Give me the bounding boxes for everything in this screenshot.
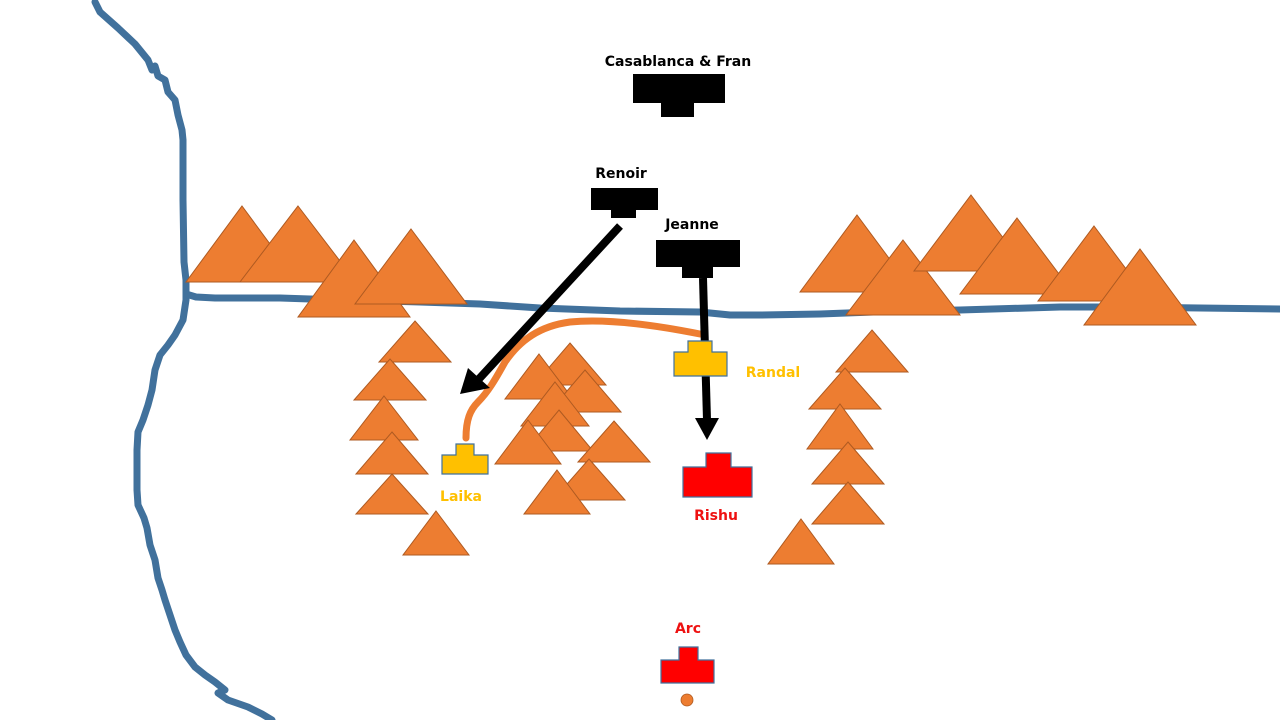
unit-randal[interactable] xyxy=(673,340,728,377)
unit-laika[interactable] xyxy=(441,443,489,475)
river-west xyxy=(91,0,276,720)
arrow-renoir-to-laika xyxy=(460,223,623,394)
randal-route xyxy=(462,317,704,442)
mountain-icon xyxy=(377,320,453,363)
enemy-units xyxy=(591,74,740,278)
mountain-icon xyxy=(494,419,562,465)
label-arc: Arc xyxy=(674,621,702,637)
arc-marker xyxy=(680,693,694,707)
river-east xyxy=(182,290,1280,319)
mountain-icon xyxy=(807,367,883,410)
unit-casablanca-fran[interactable] xyxy=(633,74,725,117)
mountain-icon xyxy=(810,481,886,525)
label-rishu: Rishu xyxy=(694,508,738,524)
allied-units xyxy=(441,340,753,707)
label-casablanca-fran: Casablanca & Fran xyxy=(604,54,752,70)
mountain-icon xyxy=(834,329,910,373)
rivers xyxy=(91,0,1280,720)
unit-renoir[interactable] xyxy=(591,188,658,218)
mountain-icon xyxy=(1083,248,1197,326)
mountain-icon xyxy=(806,403,874,450)
unit-arc[interactable] xyxy=(660,646,715,684)
mountain-icon xyxy=(354,228,468,305)
mountain-icon xyxy=(576,420,652,463)
label-jeanne: Jeanne xyxy=(665,217,719,233)
mountain-icon xyxy=(402,510,470,556)
unit-jeanne[interactable] xyxy=(656,240,740,278)
mountain-icon xyxy=(767,518,835,565)
unit-rishu[interactable] xyxy=(682,452,753,498)
mountain-icon xyxy=(959,217,1075,295)
mountain-icon xyxy=(352,358,428,401)
label-laika: Laika xyxy=(440,489,482,505)
mountain-icon xyxy=(238,205,358,283)
mountain-icon xyxy=(348,395,420,441)
label-randal: Randal xyxy=(745,365,801,381)
label-renoir: Renoir xyxy=(595,166,647,182)
mountain-icon xyxy=(523,469,591,515)
mountain-icon xyxy=(844,239,962,316)
mountain-icon xyxy=(354,473,430,515)
mountains xyxy=(185,194,1197,565)
